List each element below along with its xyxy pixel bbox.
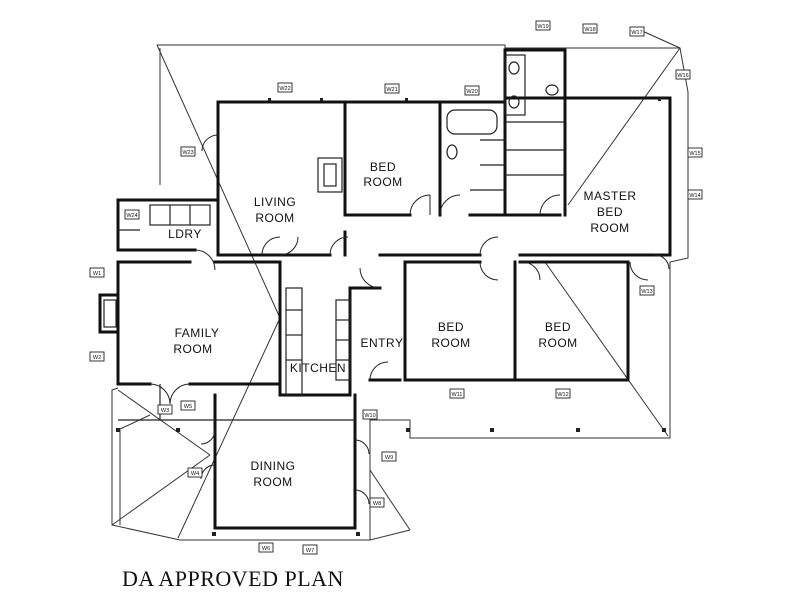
- door-swings: [149, 134, 670, 505]
- svg-text:W24: W24: [126, 213, 137, 219]
- room-label-bed-room-1: BED: [370, 160, 396, 174]
- window-tag: W4: [187, 467, 203, 478]
- window-tag: W8: [369, 497, 385, 508]
- room-label-bed-room-1: ROOM: [363, 175, 402, 189]
- plan-caption: DA APPROVED PLAN: [122, 566, 344, 591]
- svg-text:W3: W3: [161, 408, 169, 414]
- room-labels: BED ROOM LIVING ROOM LDRY MASTER BED ROO…: [168, 160, 636, 489]
- room-label-master-bed-room: ROOM: [590, 221, 629, 235]
- svg-text:W12: W12: [557, 392, 568, 398]
- window-tag: W9: [381, 451, 397, 462]
- room-label-master-bed-room: BED: [597, 205, 623, 219]
- svg-text:W18: W18: [584, 27, 595, 33]
- corner-marks: [116, 98, 666, 536]
- svg-text:W16: W16: [677, 73, 688, 79]
- room-label-entry: ENTRY: [361, 336, 404, 350]
- svg-text:W5: W5: [184, 404, 192, 410]
- svg-text:W10: W10: [364, 413, 375, 419]
- window-tag: W11: [449, 388, 465, 399]
- window-tag: W3: [157, 404, 173, 415]
- room-label-kitchen: KITCHEN: [290, 361, 346, 375]
- svg-text:W2: W2: [93, 355, 101, 361]
- svg-text:W14: W14: [689, 193, 700, 199]
- fixtures: [118, 54, 565, 421]
- room-label-living-room: ROOM: [255, 211, 294, 225]
- room-label-family-room: FAMILY: [175, 326, 220, 340]
- window-tag: W14: [687, 189, 703, 200]
- room-label-dining-room: DINING: [251, 459, 296, 473]
- room-label-bed-room-3: ROOM: [538, 336, 577, 350]
- svg-text:W19: W19: [537, 24, 548, 30]
- window-tag: W2: [89, 351, 105, 362]
- window-tag: W16: [675, 69, 691, 80]
- svg-text:W1: W1: [93, 271, 101, 277]
- window-tag: W24: [124, 209, 140, 220]
- svg-text:W6: W6: [262, 546, 270, 552]
- svg-text:W15: W15: [689, 151, 700, 157]
- room-label-dining-room: ROOM: [253, 475, 292, 489]
- svg-text:W9: W9: [385, 455, 393, 461]
- room-label-bed-room-2: BED: [438, 320, 464, 334]
- window-tag: W10: [362, 409, 378, 420]
- roof-outline: [111, 29, 689, 541]
- svg-text:W11: W11: [452, 392, 463, 398]
- svg-text:W23: W23: [182, 150, 193, 156]
- window-tag: W18: [582, 23, 598, 34]
- room-label-master-bed-room: MASTER: [583, 189, 636, 203]
- svg-text:W21: W21: [386, 87, 397, 93]
- svg-text:W13: W13: [641, 289, 652, 295]
- room-label-laundry: LDRY: [168, 227, 202, 241]
- window-tag: W5: [180, 400, 196, 411]
- window-tag: W7: [302, 544, 318, 555]
- svg-text:W7: W7: [306, 548, 314, 554]
- window-tag: W12: [555, 388, 571, 399]
- window-tag: W17: [629, 26, 645, 37]
- svg-text:W8: W8: [373, 501, 381, 507]
- window-tag: W20: [464, 85, 480, 96]
- window-tag: W19: [535, 20, 551, 31]
- room-label-family-room: ROOM: [173, 342, 212, 356]
- window-tag: W13: [639, 285, 655, 296]
- room-label-bed-room-3: BED: [545, 320, 571, 334]
- svg-text:W20: W20: [466, 89, 477, 95]
- window-tags: W19 W18 W17 W22 W21 W20 W16 W23 W15 W24 …: [89, 20, 703, 555]
- window-tag: W6: [258, 542, 274, 553]
- room-label-living-room: LIVING: [254, 195, 296, 209]
- window-tag: W1: [89, 267, 105, 278]
- window-tag: W15: [687, 147, 703, 158]
- window-tag: W21: [384, 83, 400, 94]
- room-label-bed-room-2: ROOM: [431, 336, 470, 350]
- svg-text:W17: W17: [631, 30, 642, 36]
- window-tag: W22: [277, 82, 293, 93]
- window-tag: W23: [180, 146, 196, 157]
- svg-text:W22: W22: [279, 86, 290, 92]
- svg-text:W4: W4: [191, 471, 199, 477]
